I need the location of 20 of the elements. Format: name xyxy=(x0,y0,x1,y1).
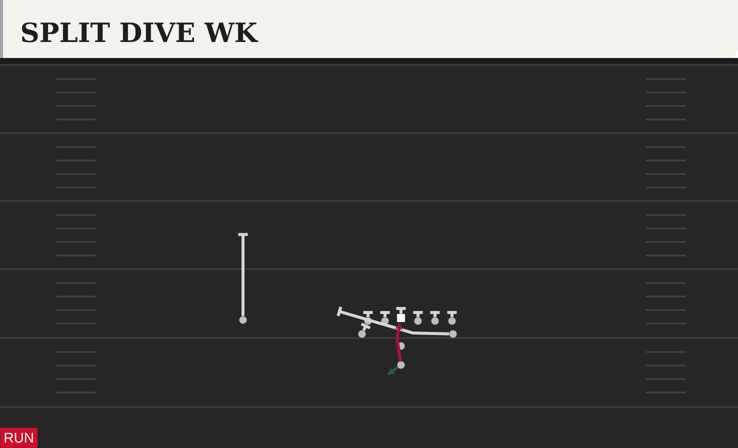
player-circle xyxy=(397,361,405,369)
block-line xyxy=(363,311,373,318)
player-circle xyxy=(364,317,372,325)
player-circle xyxy=(414,317,422,325)
play-type-tag: RUN xyxy=(0,428,38,448)
block-line xyxy=(238,233,248,316)
title: SPLIT DIVE WK xyxy=(22,22,258,42)
player-circle xyxy=(448,317,456,325)
player-square xyxy=(397,314,405,322)
player-circle xyxy=(381,317,389,325)
block-line xyxy=(430,311,440,318)
player-circle xyxy=(431,317,439,325)
block-line xyxy=(447,311,457,318)
player-circle xyxy=(449,330,457,338)
block-line xyxy=(380,311,390,318)
player-circle xyxy=(239,316,247,324)
block-line xyxy=(396,307,406,314)
player-circle xyxy=(397,342,405,350)
block-line xyxy=(413,311,423,318)
player-circle xyxy=(358,330,366,338)
